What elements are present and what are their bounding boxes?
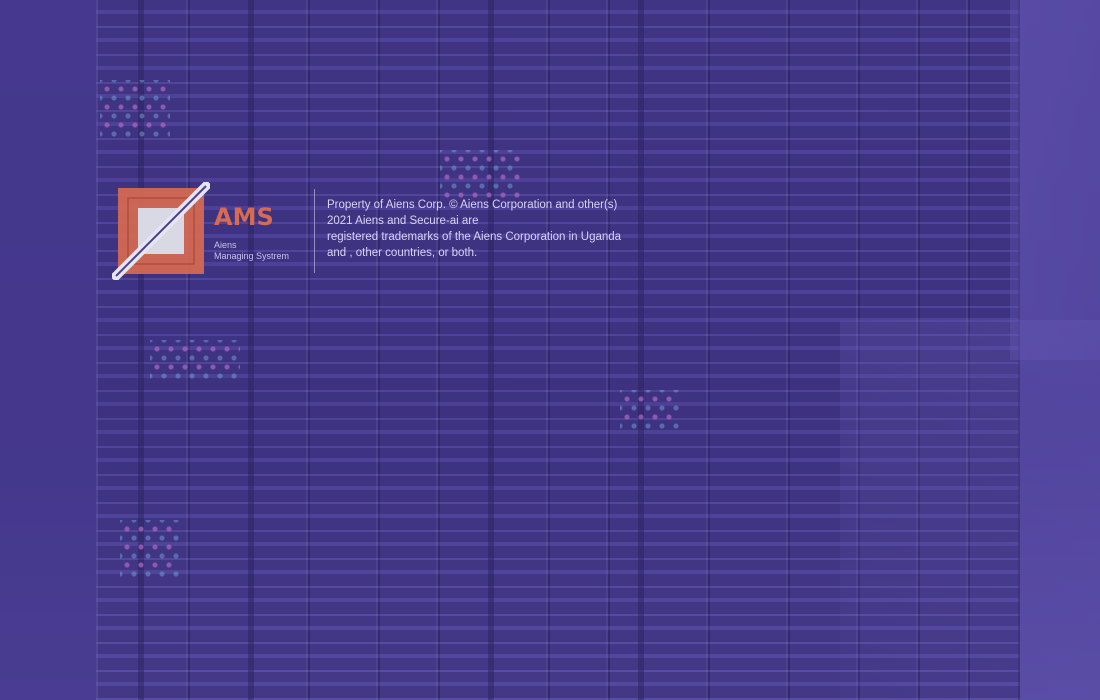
app-subtitle-line2: Managing Systrem — [214, 251, 290, 261]
brand-block: AMS Aiens Managing Systrem — [109, 179, 289, 283]
legal-line-3: registered trademarks of the Aiens Corpo… — [327, 231, 622, 243]
app-subtitle-line1: Aiens — [214, 240, 237, 250]
server-rack — [966, 0, 1020, 700]
server-rack — [376, 0, 440, 700]
ams-logo-icon — [109, 179, 213, 283]
server-rack — [606, 0, 710, 700]
server-rack — [706, 0, 790, 700]
room-floor — [840, 320, 1100, 700]
server-rack — [856, 0, 920, 700]
room-wall — [1010, 0, 1100, 360]
status-leds — [150, 340, 240, 380]
server-rack — [916, 0, 970, 700]
legal-notice: Property of Aiens Corp. © Aiens Corporat… — [327, 197, 657, 261]
status-leds — [100, 80, 170, 140]
server-rack — [306, 0, 380, 700]
legal-line-1: Property of Aiens Corp. © Aiens Corporat… — [327, 199, 618, 211]
status-leds — [120, 520, 180, 580]
app-subtitle: Aiens Managing Systrem — [214, 240, 289, 262]
legal-line-4: and , other countries, or both. — [327, 247, 478, 259]
status-leds — [440, 150, 520, 200]
status-leds — [620, 390, 680, 430]
server-rack — [786, 0, 860, 700]
logo-text: AMS Aiens Managing Systrem — [214, 204, 289, 262]
vertical-divider — [314, 189, 315, 273]
legal-line-2: 2021 Aiens and Secure-ai are — [327, 215, 479, 227]
app-title: AMS — [214, 203, 274, 231]
